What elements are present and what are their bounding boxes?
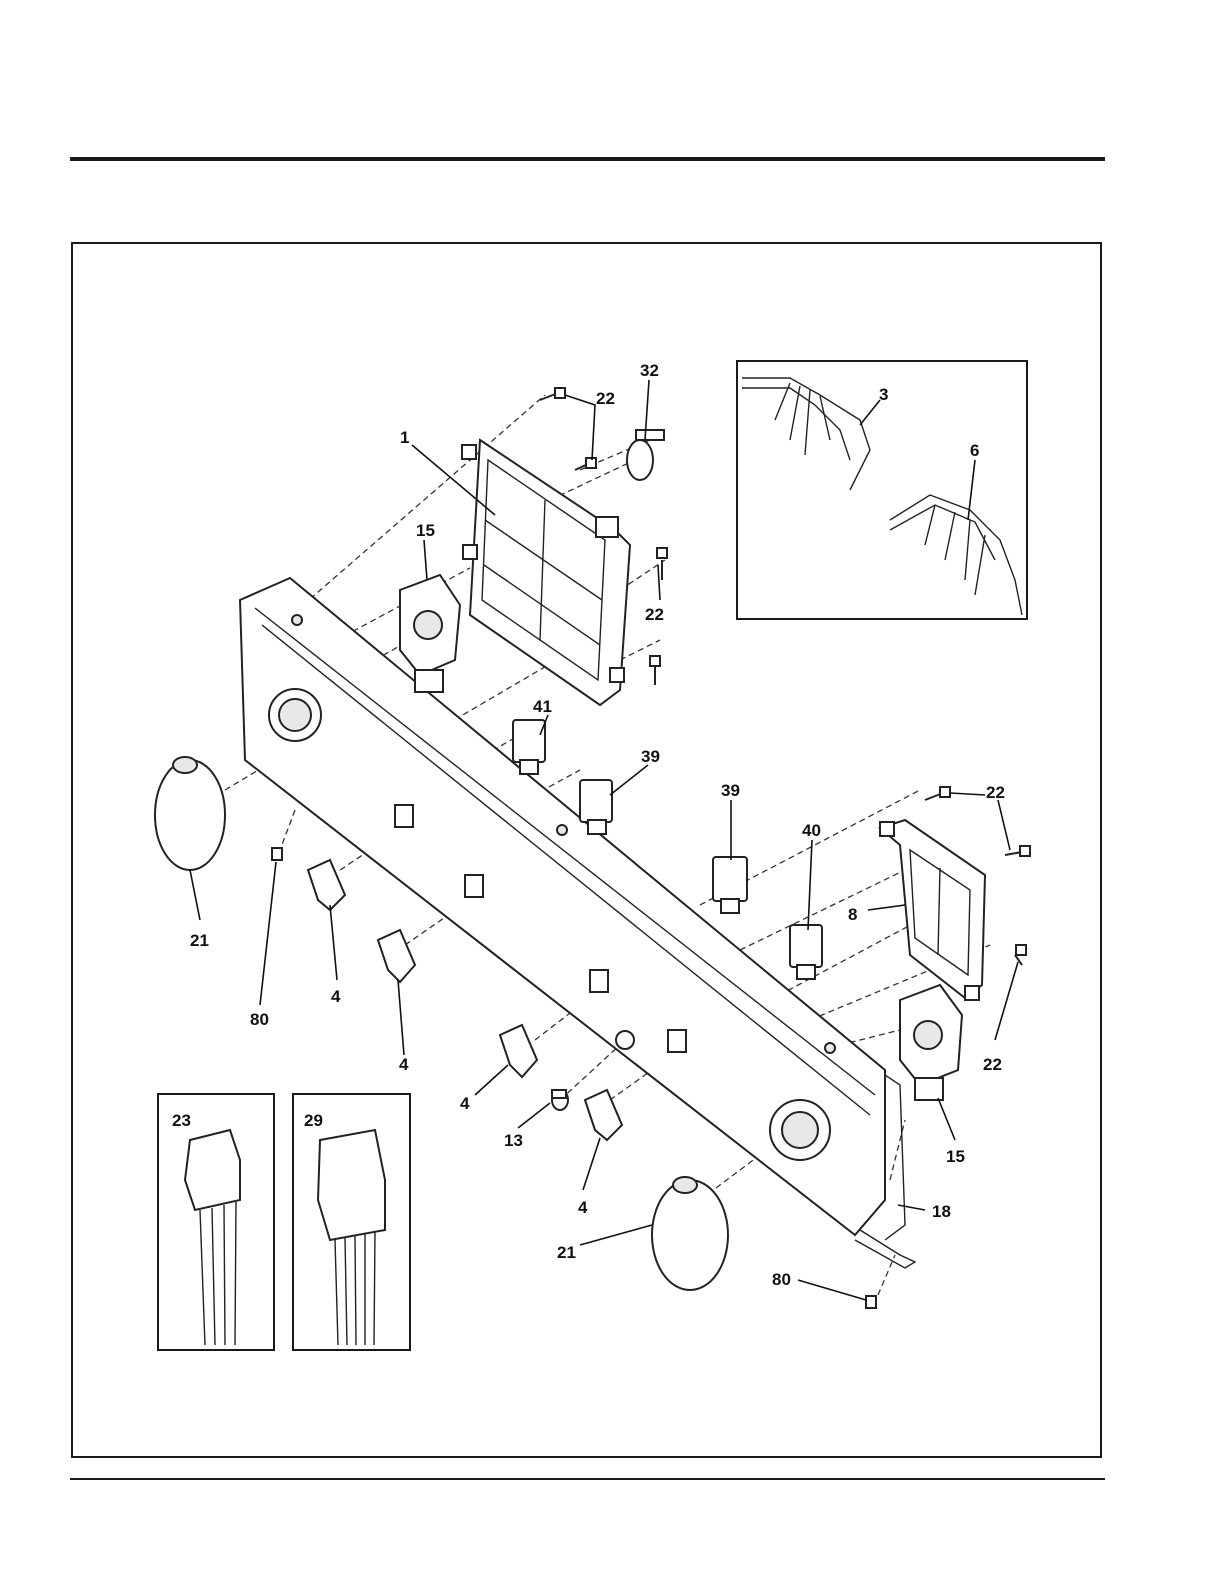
callout-4-b: 4 bbox=[399, 1055, 409, 1074]
callout-13: 13 bbox=[504, 1131, 523, 1150]
callout-3: 3 bbox=[879, 385, 888, 404]
callout-18: 18 bbox=[932, 1202, 951, 1221]
callout-4-a: 4 bbox=[331, 987, 341, 1006]
connector-inset-23 bbox=[158, 1094, 274, 1350]
callout-1: 1 bbox=[400, 428, 409, 447]
sub-control-board bbox=[880, 820, 985, 1000]
callout-22-right: 22 bbox=[986, 783, 1005, 802]
callout-15-left: 15 bbox=[416, 521, 435, 540]
callout-8: 8 bbox=[848, 905, 857, 924]
main-control-board bbox=[462, 440, 630, 705]
light-pipe bbox=[552, 1090, 568, 1110]
callout-21-left: 21 bbox=[190, 931, 209, 950]
callout-80-right: 80 bbox=[772, 1270, 791, 1289]
callout-32: 32 bbox=[640, 361, 659, 380]
callout-22-top: 22 bbox=[596, 389, 615, 408]
callout-29: 29 bbox=[304, 1111, 323, 1130]
callout-80-left: 80 bbox=[250, 1010, 269, 1029]
connector-inset-29 bbox=[293, 1094, 410, 1350]
callout-21-right: 21 bbox=[557, 1243, 576, 1262]
callout-41: 41 bbox=[533, 697, 552, 716]
callout-40: 40 bbox=[802, 821, 821, 840]
callout-4-c: 4 bbox=[460, 1094, 470, 1113]
callout-4-d: 4 bbox=[578, 1198, 588, 1217]
callout-39-left: 39 bbox=[641, 747, 660, 766]
callout-6: 6 bbox=[970, 441, 979, 460]
callout-23: 23 bbox=[172, 1111, 191, 1130]
callout-39-right: 39 bbox=[721, 781, 740, 800]
callout-22-bottom: 22 bbox=[983, 1055, 1002, 1074]
callout-22-board: 22 bbox=[645, 605, 664, 624]
callout-15-right: 15 bbox=[946, 1147, 965, 1166]
